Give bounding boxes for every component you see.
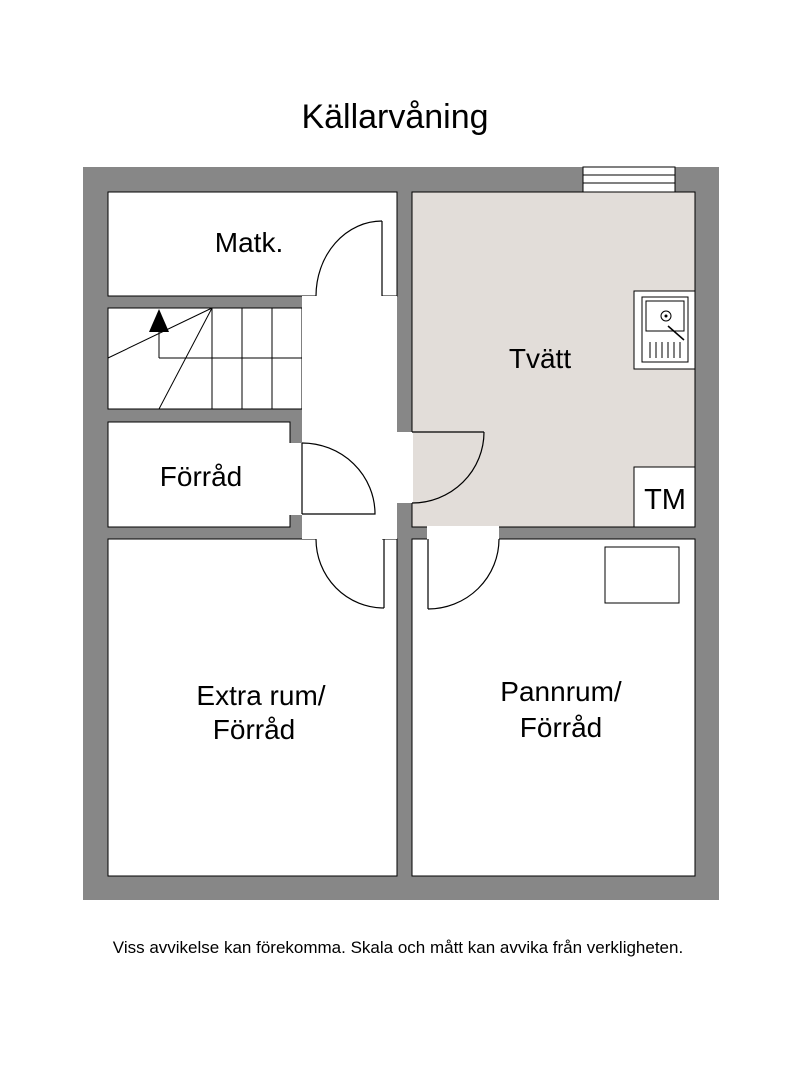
room-forrad bbox=[107, 421, 291, 528]
door-matk bbox=[315, 220, 383, 297]
matk-door-gap bbox=[316, 290, 382, 298]
room-label-extra-line1: Extra rum/ bbox=[196, 680, 325, 711]
room-label-tvatt: Tvätt bbox=[509, 343, 571, 374]
sink-icon bbox=[633, 290, 696, 370]
room-label-matk: Matk. bbox=[215, 227, 283, 258]
room-matk bbox=[107, 191, 398, 297]
extra-door-gap bbox=[316, 526, 382, 540]
room-label-pannrum-line1: Pannrum/ bbox=[500, 676, 622, 707]
door-forrad bbox=[301, 442, 376, 515]
room-extra-rum bbox=[107, 538, 398, 877]
stair-direction-arrow-icon bbox=[149, 309, 169, 332]
corridor bbox=[302, 296, 397, 539]
door-pannrum bbox=[427, 538, 500, 610]
pannrum-door-gap bbox=[427, 526, 499, 540]
plan-title: Källarvåning bbox=[301, 98, 489, 136]
door-extra-rum bbox=[315, 538, 385, 609]
staircase bbox=[107, 307, 302, 410]
window bbox=[582, 166, 676, 193]
forrad-door-gap bbox=[289, 443, 303, 515]
washing-machine-box bbox=[633, 466, 696, 528]
room-label-forrad: Förråd bbox=[160, 461, 242, 492]
boiler-box bbox=[604, 546, 680, 604]
disclaimer-text: Viss avvikelse kan förekomma. Skala och … bbox=[112, 938, 684, 957]
room-label-extra-line2: Förråd bbox=[213, 714, 295, 745]
washing-machine-label: TM bbox=[644, 484, 686, 516]
tvatt-door-gap bbox=[396, 432, 413, 503]
door-tvatt bbox=[411, 431, 485, 504]
room-label-pannrum-line2: Förråd bbox=[520, 712, 602, 743]
